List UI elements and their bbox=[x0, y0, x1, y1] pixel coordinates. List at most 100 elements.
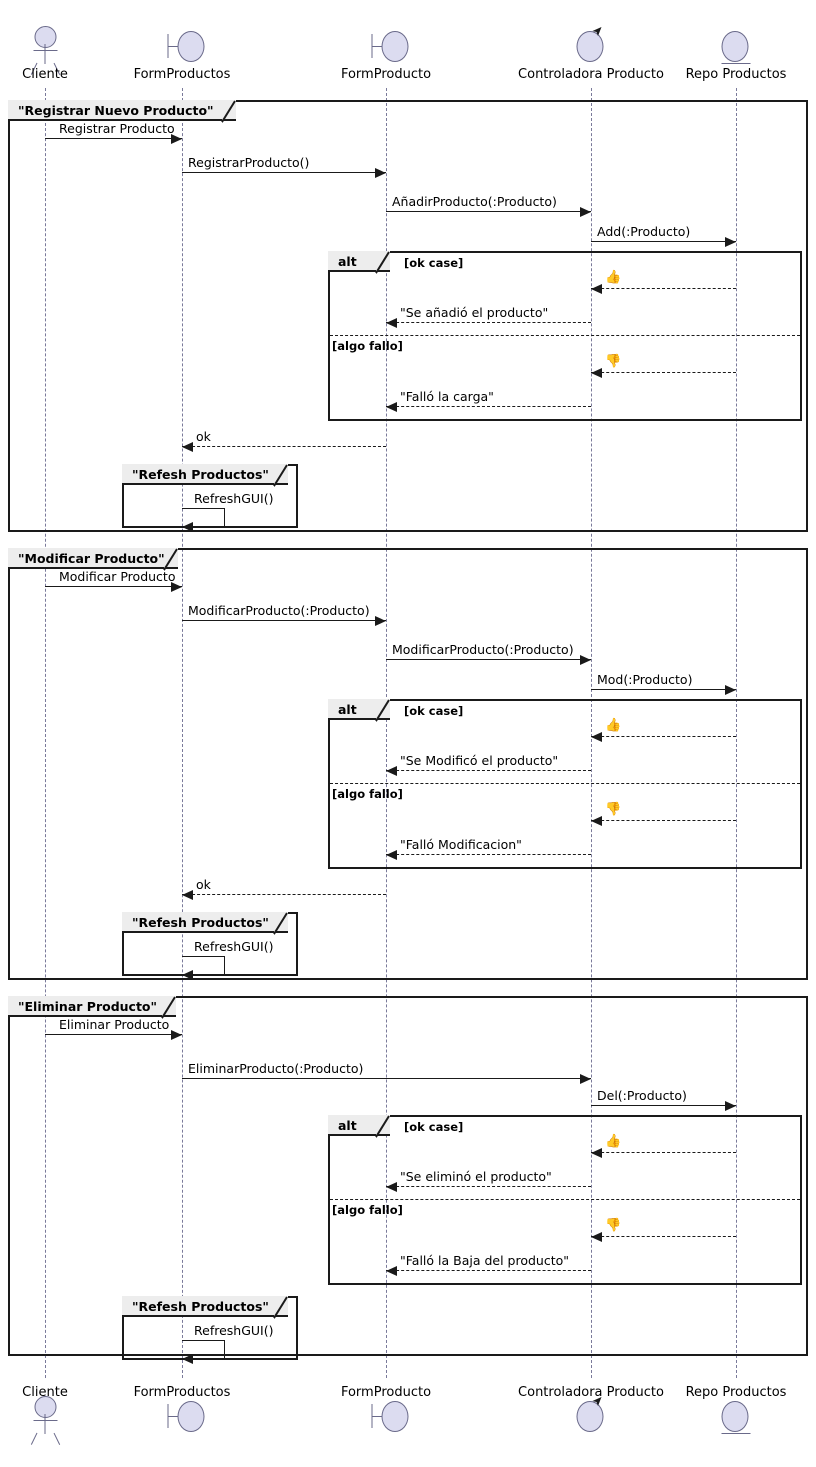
message-line bbox=[386, 406, 591, 407]
arrow-head-left bbox=[591, 1147, 602, 1158]
fragment-notch-edge bbox=[375, 251, 390, 274]
boundary-icon bbox=[371, 30, 409, 66]
arrow-head-left bbox=[591, 367, 602, 378]
message-label: ModificarProducto(:Producto) bbox=[392, 642, 574, 657]
arrow-head-left bbox=[182, 969, 193, 980]
self-message-label: RefreshGUI() bbox=[194, 939, 274, 954]
fragment-group-2 bbox=[8, 996, 808, 1356]
message-label: Registrar Producto bbox=[59, 121, 175, 136]
message-line bbox=[591, 1152, 736, 1153]
arrow-head-left bbox=[386, 765, 397, 776]
message-line bbox=[182, 620, 386, 621]
arrow-head-right bbox=[580, 654, 591, 665]
message-label: "Se añadió el producto" bbox=[400, 305, 549, 320]
message-line bbox=[591, 288, 736, 289]
boundary-icon bbox=[167, 1400, 205, 1436]
message-line bbox=[386, 211, 591, 212]
participant-label-formproductos: FormProductos bbox=[133, 1385, 231, 1400]
message-label: ModificarProducto(:Producto) bbox=[188, 603, 370, 618]
message-label: EliminarProducto(:Producto) bbox=[188, 1061, 364, 1076]
arrow-head-left bbox=[182, 889, 193, 900]
alt-branch-condition: [algo fallo] bbox=[332, 339, 403, 353]
participant-repo bbox=[721, 1400, 751, 1436]
message-label: RegistrarProducto() bbox=[188, 155, 310, 170]
fragment-notch-edge bbox=[375, 699, 390, 722]
self-message-box bbox=[224, 1340, 225, 1358]
message-label: Modificar Producto bbox=[59, 569, 176, 584]
boundary-icon bbox=[167, 30, 205, 66]
alt-fragment-1 bbox=[328, 699, 802, 869]
arrow-head-right bbox=[171, 581, 182, 592]
message-line bbox=[386, 770, 591, 771]
message-label: "Falló la Baja del producto" bbox=[400, 1253, 570, 1268]
lifeline-repo bbox=[736, 88, 737, 1378]
participant-formproducto bbox=[371, 1400, 409, 1436]
message-line bbox=[182, 894, 386, 895]
fragment-header: "Refesh Productos" bbox=[122, 912, 288, 933]
message-line bbox=[386, 659, 591, 660]
message-line bbox=[386, 1186, 591, 1187]
message-line bbox=[182, 172, 386, 173]
participant-label-formproductos: FormProductos bbox=[133, 67, 231, 82]
arrow-head-left bbox=[386, 1181, 397, 1192]
message-label: 👍 bbox=[605, 718, 622, 733]
self-message-line bbox=[182, 508, 224, 509]
message-label: Mod(:Producto) bbox=[597, 672, 693, 687]
entity-icon bbox=[721, 1400, 751, 1436]
message-line bbox=[591, 1105, 736, 1106]
message-line bbox=[386, 1270, 591, 1271]
self-message-return bbox=[182, 1358, 225, 1359]
message-label: AñadirProducto(:Producto) bbox=[392, 194, 557, 209]
arrow-head-right bbox=[580, 206, 591, 217]
participant-label-formproducto: FormProducto bbox=[340, 1385, 432, 1400]
message-line bbox=[591, 372, 736, 373]
fragment-header: "Modificar Producto" bbox=[8, 548, 178, 569]
participant-cliente bbox=[30, 1396, 61, 1445]
alt-fragment-2 bbox=[328, 1115, 802, 1285]
message-label: ok bbox=[196, 429, 211, 444]
message-label: 👎 bbox=[605, 354, 622, 369]
message-line bbox=[45, 1034, 182, 1035]
participant-label-cliente: Cliente bbox=[22, 67, 68, 82]
participant-formproductos bbox=[167, 30, 205, 66]
fragment-header: "Refesh Productos" bbox=[122, 464, 288, 485]
actor-icon bbox=[30, 26, 61, 75]
message-label: 👍 bbox=[605, 270, 622, 285]
message-line bbox=[591, 1236, 736, 1237]
arrow-head-right bbox=[725, 684, 736, 695]
message-label: Del(:Producto) bbox=[597, 1088, 687, 1103]
alt-fragment-0 bbox=[328, 251, 802, 421]
fragment-notch-edge bbox=[273, 1296, 288, 1319]
self-message-return bbox=[182, 974, 225, 975]
message-line bbox=[386, 854, 591, 855]
alt-branch-divider bbox=[330, 335, 800, 336]
arrow-head-left bbox=[182, 1353, 193, 1364]
self-message-box bbox=[224, 956, 225, 974]
alt-branch-condition: [ok case] bbox=[404, 256, 464, 270]
alt-branch-condition: [ok case] bbox=[404, 704, 464, 718]
message-label: Add(:Producto) bbox=[597, 224, 691, 239]
self-message-line bbox=[182, 1340, 224, 1341]
arrow-head-left bbox=[591, 731, 602, 742]
message-line bbox=[386, 322, 591, 323]
message-line bbox=[591, 820, 736, 821]
arrow-head-right bbox=[375, 167, 386, 178]
lifeline-cliente bbox=[45, 88, 46, 1378]
arrow-head-left bbox=[386, 401, 397, 412]
arrow-head-right bbox=[375, 615, 386, 626]
participant-controladora bbox=[576, 27, 606, 66]
message-line bbox=[45, 586, 182, 587]
fragment-header: alt bbox=[328, 1115, 390, 1136]
arrow-head-right bbox=[725, 236, 736, 247]
message-line bbox=[182, 446, 386, 447]
message-label: 👎 bbox=[605, 802, 622, 817]
message-label: 👎 bbox=[605, 1218, 622, 1233]
lifeline-formproducto bbox=[386, 88, 387, 1378]
message-label: Eliminar Producto bbox=[59, 1017, 170, 1032]
participant-cliente bbox=[30, 26, 61, 75]
self-message-return bbox=[182, 526, 225, 527]
fragment-header: "Registrar Nuevo Producto" bbox=[8, 100, 236, 121]
arrow-head-left bbox=[591, 1231, 602, 1242]
arrow-head-right bbox=[171, 133, 182, 144]
